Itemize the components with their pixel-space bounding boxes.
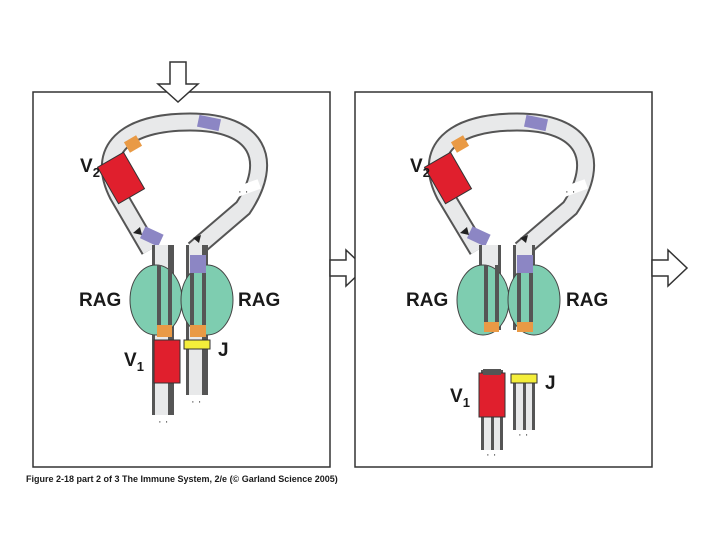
v1-segment [153, 339, 181, 384]
rag-left-protein [129, 264, 183, 336]
v2-label-2: V2 [410, 156, 430, 180]
v1-label: V1 [124, 350, 144, 374]
strand-break-dots-right-2: · · [518, 429, 528, 441]
v1-segment-2 [478, 372, 506, 418]
v2-label: V2 [80, 156, 100, 180]
rss-orange-right-stem-2 [517, 322, 533, 332]
strand-break-dots-left: · · [158, 416, 168, 428]
heptamer-arrow-left [133, 227, 142, 235]
svg-text:· ·: · · [238, 186, 248, 198]
j-label-2: J [545, 373, 556, 394]
j-segment-2 [510, 373, 538, 384]
rss-orange-left-stem [157, 325, 172, 337]
heptamer-arrow-right-2 [520, 235, 528, 243]
v1-label-2: V1 [450, 386, 470, 410]
figure-caption: Figure 2-18 part 2 of 3 The Immune Syste… [26, 474, 338, 484]
rag-right-protein-2 [507, 264, 561, 336]
heptamer-arrow-left-2 [460, 227, 469, 235]
left-panel-frame [32, 91, 331, 468]
right-arrow-icon-2 [651, 248, 689, 288]
rag-right-protein [180, 264, 234, 336]
rag-left-protein-2 [456, 264, 510, 336]
j-label: J [218, 340, 229, 361]
rss-purple-loop-2 [523, 114, 549, 132]
rss-orange-right-stem [190, 325, 206, 337]
right-panel: · · V2 RAG RAG [354, 91, 689, 468]
heptamer-arrow-right [193, 235, 201, 243]
rss-purple-loop [196, 114, 222, 132]
rss-purple-left-stem-2 [466, 226, 491, 247]
left-panel: · · V2 [32, 61, 367, 468]
rag-left-label-2: RAG [406, 290, 448, 311]
rss-purple-right-stem-2 [517, 255, 533, 273]
rss-orange-v2 [123, 135, 143, 153]
strand-break-dots-right: · · [191, 396, 201, 408]
down-arrow-icon [156, 61, 200, 104]
strand-break-dots-left-2: · · [486, 449, 496, 461]
rag-left-label: RAG [79, 290, 121, 311]
v2-segment [96, 151, 146, 205]
rag-right-label: RAG [238, 290, 280, 311]
svg-text:· ·: · · [565, 186, 575, 198]
rss-purple-right-stem [190, 255, 206, 273]
rss-orange-left-stem-2 [484, 322, 499, 332]
rss-orange-v2-2 [450, 135, 470, 153]
v1-hairpin-cap [483, 369, 501, 375]
rag-right-label-2: RAG [566, 290, 608, 311]
j-segment [183, 339, 211, 350]
v2-segment-2 [423, 151, 473, 205]
rss-purple-left-stem [139, 226, 164, 247]
